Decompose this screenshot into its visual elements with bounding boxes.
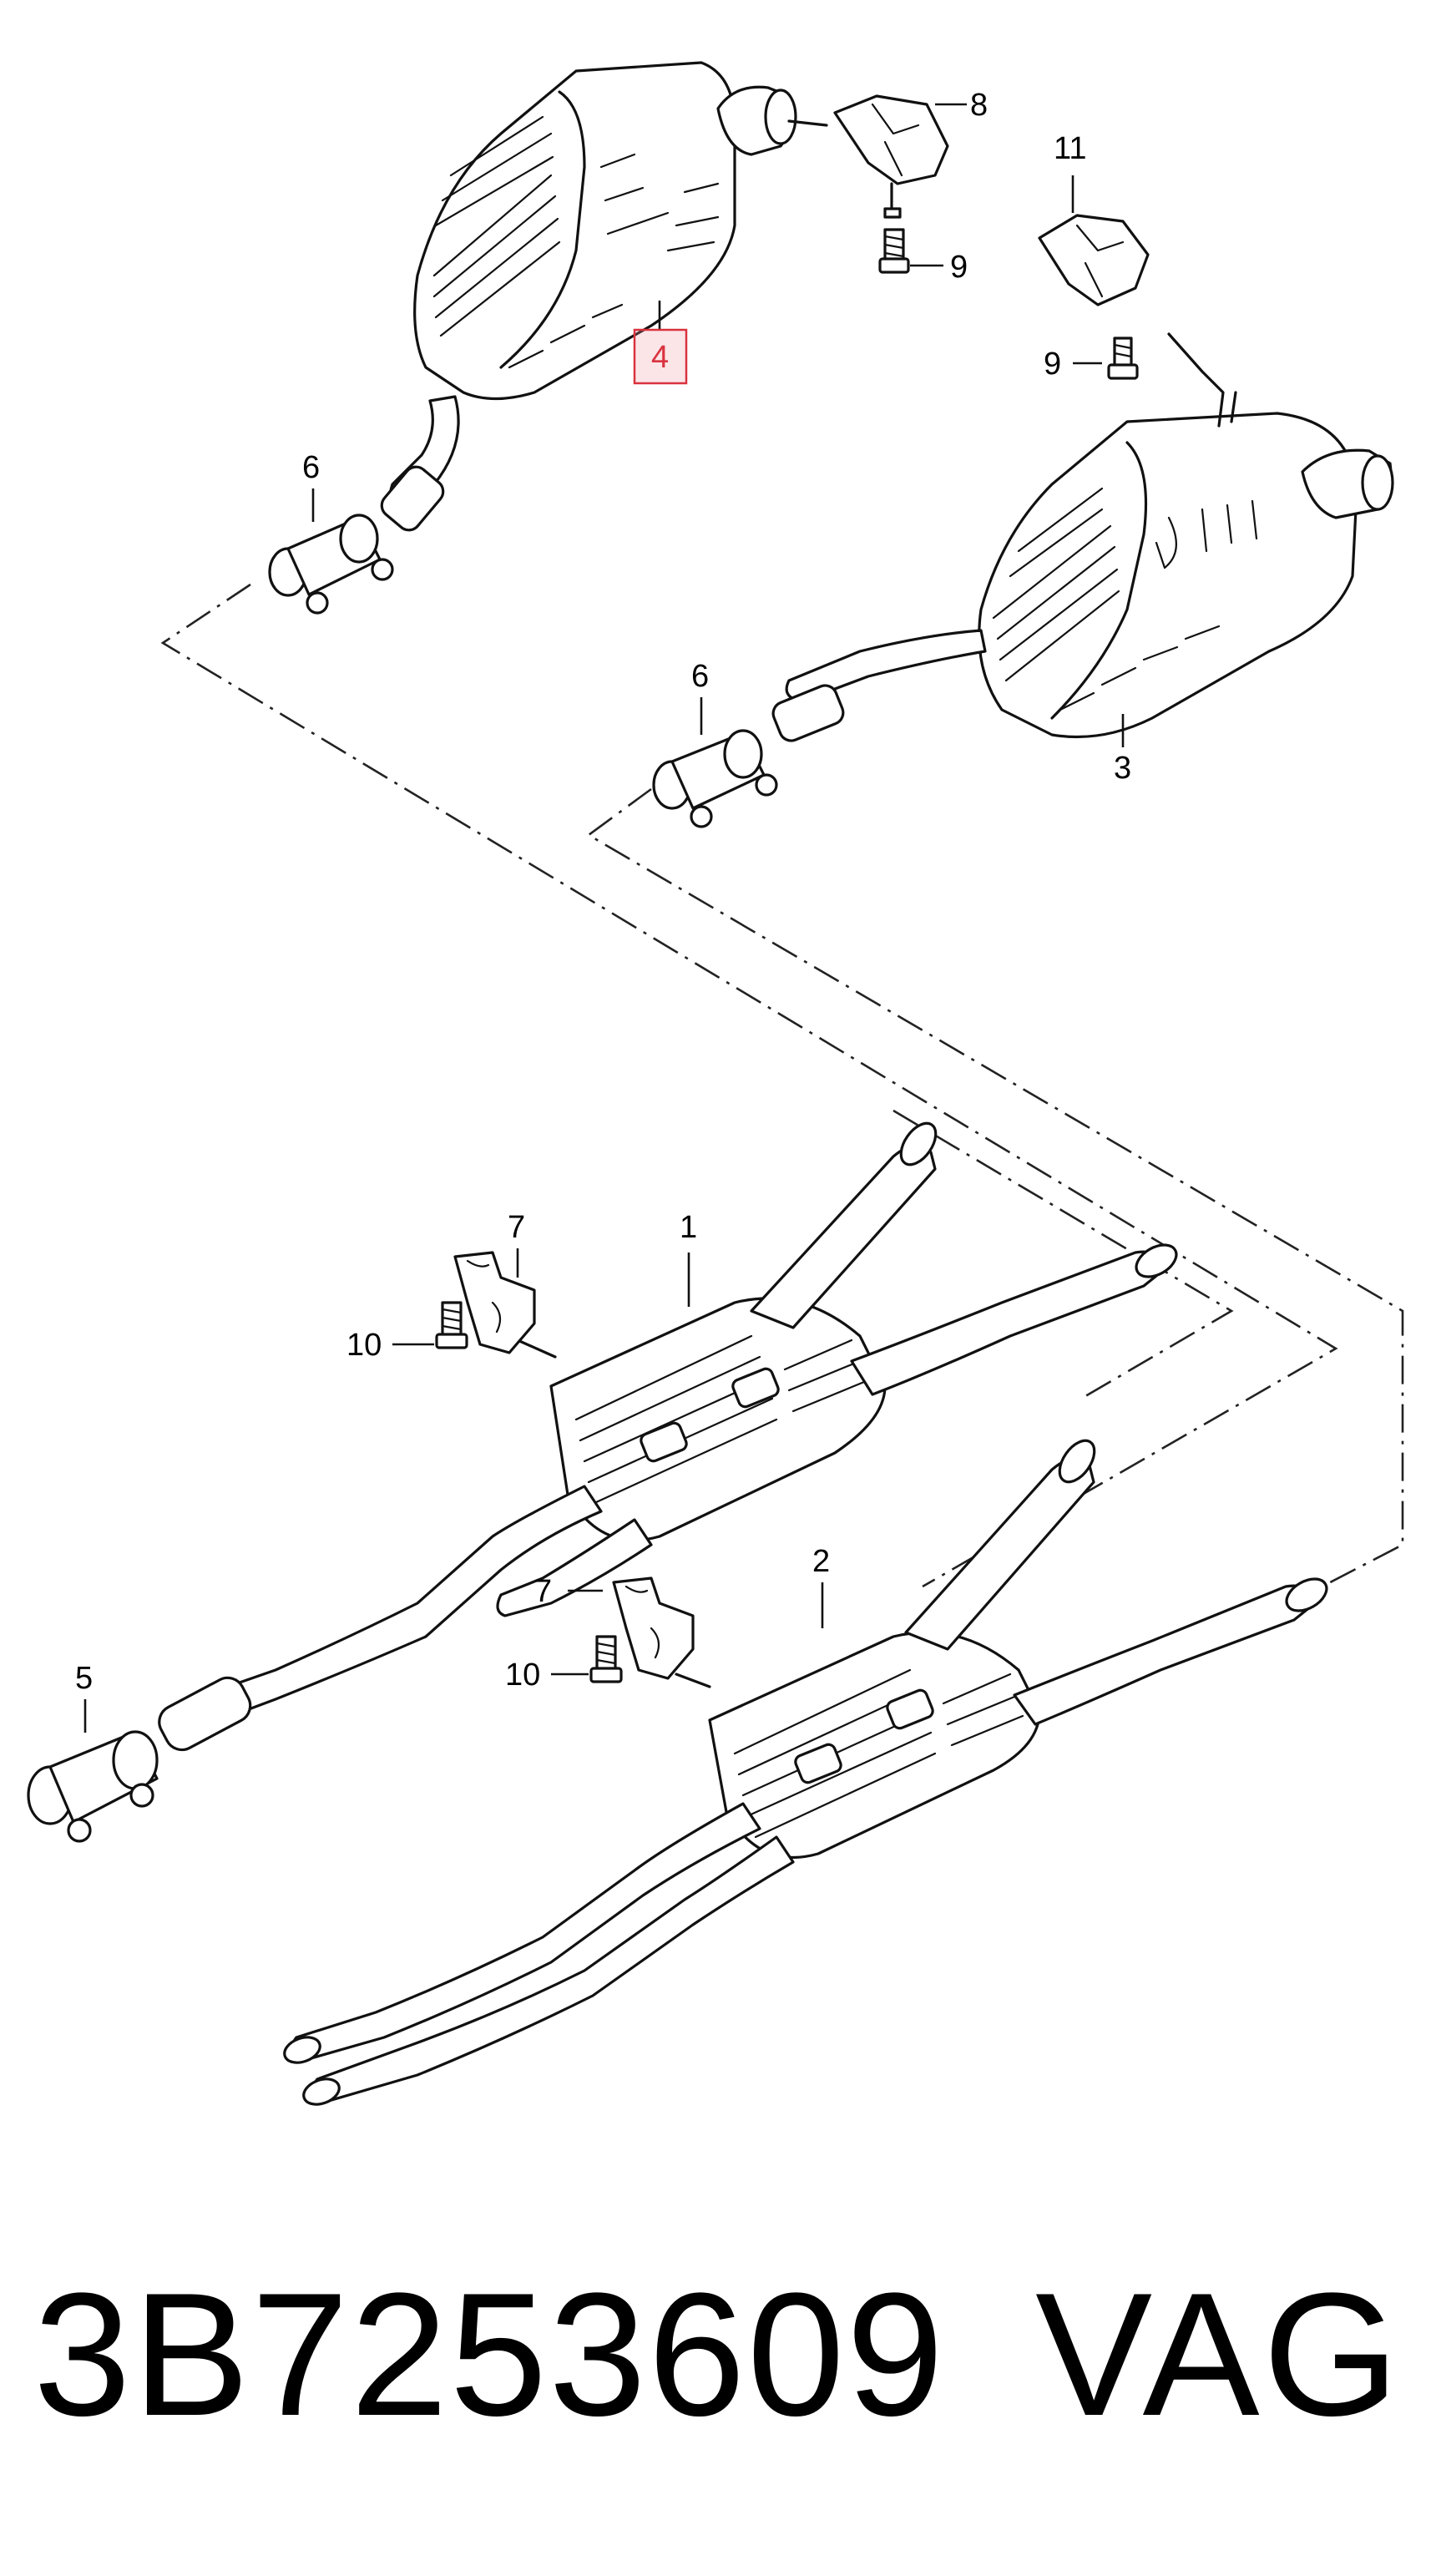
callout-3: 3 [1114, 751, 1131, 786]
callout-6-left: 6 [302, 450, 320, 485]
exhaust-system-diagram: 8 9 11 9 4 6 6 3 7 1 10 7 2 10 5 [27, 61, 1404, 2106]
part-number: 3B7253609 [33, 2256, 946, 2452]
callout-9-top: 9 [950, 250, 968, 285]
caption-bar: 3B7253609 VAG [0, 2217, 1436, 2492]
callout-10-upper: 10 [346, 1328, 382, 1363]
rubber-mount-8 [833, 94, 949, 219]
rubber-mount-11 [1038, 214, 1150, 306]
callout-6-right: 6 [691, 659, 709, 694]
callout-7-lower: 7 [534, 1574, 552, 1609]
callout-4: 4 [651, 340, 669, 375]
clamp-6-right [652, 729, 778, 828]
callout-9-right: 9 [1044, 347, 1061, 382]
leader-lines [83, 103, 1125, 1733]
clamp-5 [27, 1730, 159, 1843]
rear-silencer-left [380, 61, 828, 532]
callout-1: 1 [680, 1210, 697, 1245]
center-silencer-2 [283, 1439, 1328, 2106]
callout-5: 5 [75, 1661, 93, 1696]
bolt-9-right [1107, 337, 1139, 380]
callout-8: 8 [970, 88, 988, 123]
highlight-box [633, 328, 688, 385]
callout-7-upper: 7 [508, 1210, 525, 1245]
bracket-7-lower [612, 1576, 695, 1680]
brand-name: VAG [1035, 2256, 1403, 2452]
callout-labels: 8 9 11 9 4 6 6 3 7 1 10 7 2 10 5 [75, 88, 1131, 1696]
clamp-6-left [268, 514, 394, 615]
center-silencer-1 [158, 1121, 1178, 1752]
bolt-9-top [878, 228, 910, 274]
callout-11: 11 [1054, 131, 1086, 166]
bracket-7-upper [453, 1251, 536, 1354]
bolt-10-upper [435, 1301, 468, 1349]
bolt-10-lower [589, 1635, 623, 1683]
assembly-guide-lines [160, 583, 1404, 1605]
callout-10-lower: 10 [505, 1657, 540, 1693]
callout-2: 2 [812, 1544, 830, 1579]
rear-silencer-right [771, 332, 1394, 742]
